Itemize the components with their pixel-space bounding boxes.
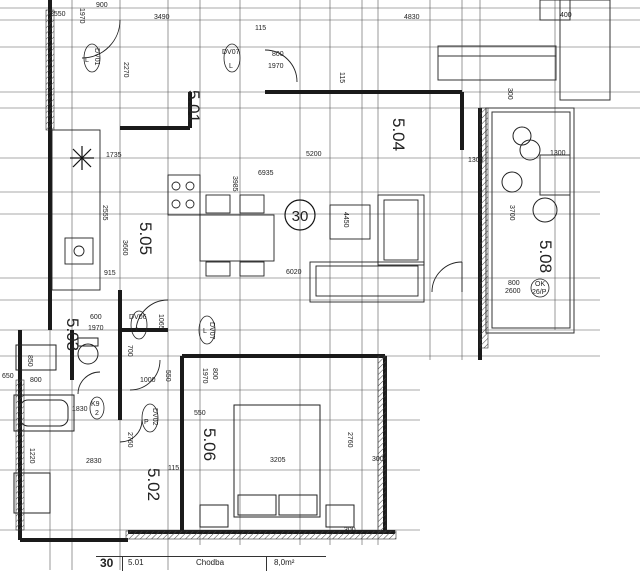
legend-name: Chodba (196, 558, 225, 567)
dimension-labels: 2550 1970 900 3490 115 4830 400 2270 800… (2, 2, 572, 534)
room-5-06: 5.06 (200, 428, 219, 461)
svg-text:700: 700 (126, 345, 133, 357)
svg-text:L: L (136, 327, 140, 334)
svg-text:2600: 2600 (505, 288, 521, 295)
svg-text:2555: 2555 (101, 205, 108, 221)
svg-text:900: 900 (96, 2, 108, 9)
svg-text:6020: 6020 (286, 269, 302, 276)
svg-text:400: 400 (560, 12, 572, 19)
apartment-circle (284, 199, 316, 231)
svg-text:26/P: 26/P (532, 289, 547, 296)
room-5-08: 5.08 (536, 240, 555, 273)
svg-text:115: 115 (255, 25, 266, 32)
svg-text:300: 300 (506, 88, 513, 100)
room-5-05: 5.05 (136, 222, 155, 255)
door-labels: DV01 L DV07 L DV06 L DV07 L DV02 P OK 26… (85, 48, 547, 426)
svg-text:2830: 2830 (86, 458, 102, 465)
kitchen-unit (51, 129, 201, 291)
svg-text:1970: 1970 (78, 8, 85, 24)
room-5-04: 5.04 (389, 118, 408, 151)
legend-number: 30 (100, 556, 114, 570)
svg-text:850: 850 (26, 355, 33, 367)
svg-text:L: L (203, 328, 207, 335)
svg-text:5200: 5200 (306, 151, 322, 158)
svg-text:800: 800 (211, 368, 218, 380)
svg-text:4830: 4830 (404, 14, 420, 21)
svg-text:3985: 3985 (231, 176, 238, 192)
room-5-02: 5.02 (144, 468, 163, 501)
legend-area: 8,0m² (274, 558, 295, 567)
svg-text:300: 300 (344, 527, 356, 534)
svg-text:915: 915 (104, 270, 116, 277)
apartment-number: 30 (292, 208, 309, 225)
svg-text:1735: 1735 (106, 152, 122, 159)
svg-text:300: 300 (372, 456, 384, 463)
svg-text:115: 115 (168, 465, 179, 472)
svg-text:DV07: DV07 (208, 322, 215, 340)
svg-text:2: 2 (95, 410, 99, 417)
bath-fixtures (13, 337, 99, 514)
balcony-furniture (501, 126, 558, 223)
svg-text:DV06: DV06 (129, 314, 147, 321)
dining-set (199, 194, 275, 277)
door-tags (83, 43, 550, 433)
legend-room: 5.01 (128, 558, 144, 567)
svg-text:550: 550 (194, 410, 206, 417)
svg-text:3490: 3490 (154, 14, 170, 21)
legend-divider (122, 557, 123, 571)
svg-text:1970: 1970 (201, 368, 208, 384)
svg-text:1065: 1065 (157, 314, 164, 330)
svg-text:L: L (85, 57, 89, 64)
svg-text:650: 650 (2, 373, 14, 380)
svg-text:P: P (144, 419, 149, 426)
upper-right-structure (437, 0, 611, 101)
svg-text:1830: 1830 (72, 406, 88, 413)
sofa (309, 194, 425, 303)
bed (199, 404, 355, 528)
svg-text:4450: 4450 (342, 212, 349, 228)
svg-text:3205: 3205 (270, 457, 286, 464)
door-swings (77, 19, 463, 443)
svg-text:1970: 1970 (88, 325, 104, 332)
svg-text:550: 550 (164, 370, 171, 382)
svg-text:DV07: DV07 (222, 49, 240, 56)
room-5-01: 5.01 (184, 90, 203, 123)
svg-text:K9: K9 (91, 401, 100, 408)
svg-text:1300: 1300 (468, 157, 484, 164)
svg-text:DV01: DV01 (93, 48, 100, 66)
svg-text:1000: 1000 (140, 377, 156, 384)
svg-text:L: L (229, 63, 233, 70)
svg-text:3700: 3700 (508, 205, 515, 221)
svg-text:1300: 1300 (550, 150, 566, 157)
svg-text:2550: 2550 (50, 11, 66, 18)
legend-divider (266, 557, 267, 571)
svg-text:2760: 2760 (346, 432, 353, 448)
svg-text:6935: 6935 (258, 170, 274, 177)
balcony (485, 107, 575, 334)
snowflake-icon (70, 146, 94, 170)
room-5-03: 5.03 (63, 318, 82, 351)
svg-text:600: 600 (90, 314, 102, 321)
svg-text:3660: 3660 (121, 240, 128, 256)
svg-text:800: 800 (508, 280, 520, 287)
svg-text:DV02: DV02 (151, 408, 158, 426)
wall-hatching (15, 9, 489, 540)
svg-text:2270: 2270 (122, 62, 129, 78)
svg-text:115: 115 (338, 72, 345, 83)
svg-text:1970: 1970 (268, 63, 284, 70)
svg-text:1220: 1220 (28, 448, 35, 464)
svg-text:800: 800 (272, 51, 284, 58)
svg-text:2760: 2760 (126, 432, 133, 448)
svg-text:OK: OK (535, 281, 545, 288)
svg-text:800: 800 (30, 377, 42, 384)
room-legend: 30 5.01 Chodba 8,0m² (96, 556, 326, 571)
